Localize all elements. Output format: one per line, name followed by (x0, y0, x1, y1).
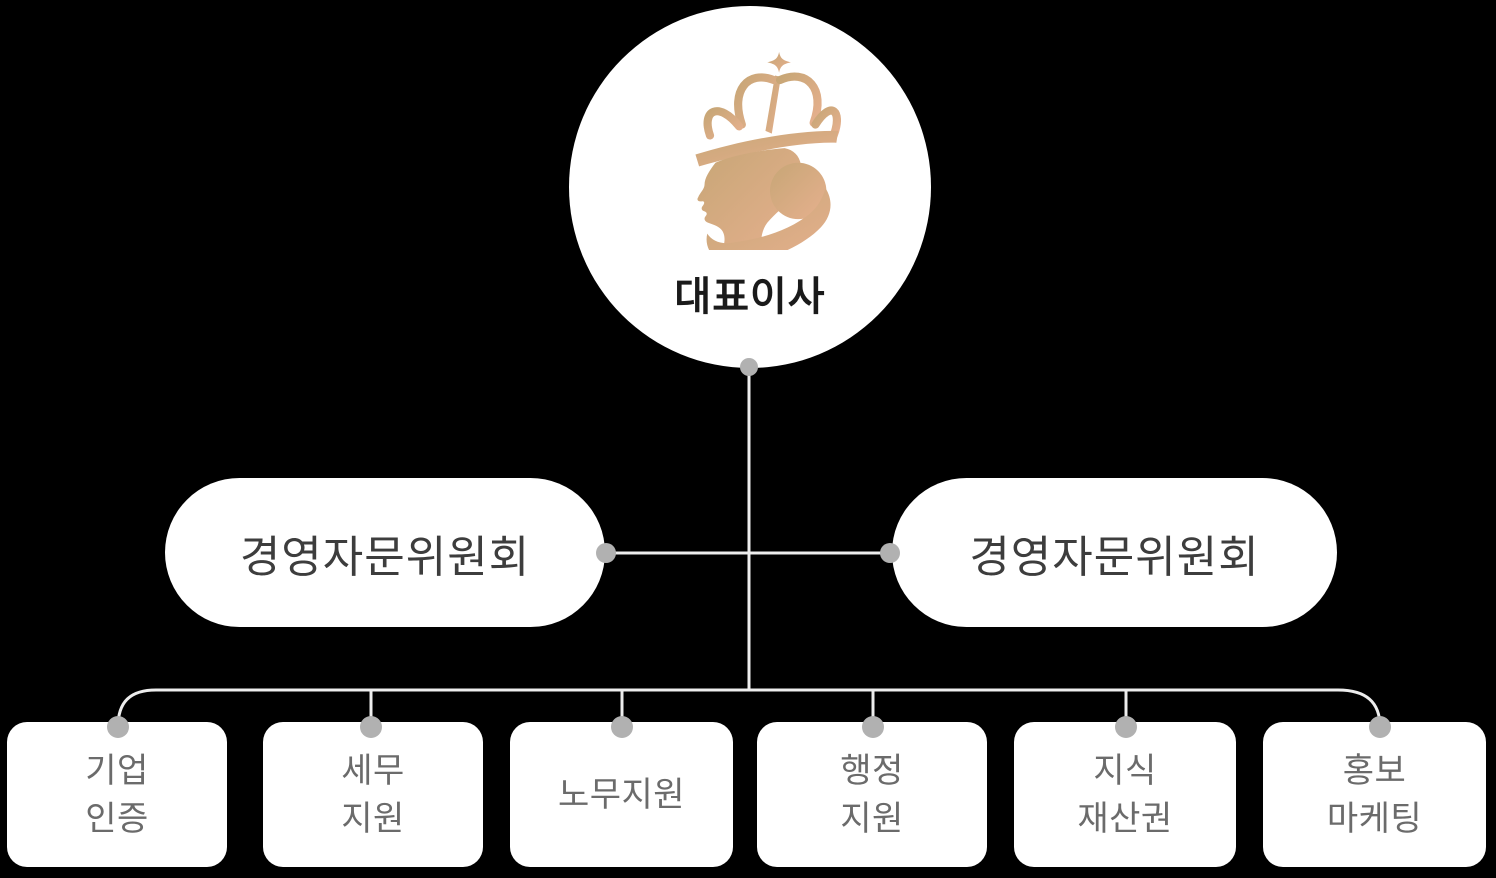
root-node-ceo: 대표이사 (569, 6, 931, 368)
queen-crown-logo (695, 51, 841, 250)
dept-label-line: 기업 (85, 751, 149, 790)
dept-label-line: 홍보 (1342, 751, 1407, 790)
dept-box-pr-marketing: 홍보 마케팅 (1263, 722, 1486, 867)
sparkle-icon (767, 51, 791, 73)
root-node-label: 대표이사 (674, 275, 826, 319)
dept-label-line: 인증 (85, 799, 149, 838)
dept-label-line: 마케팅 (1326, 799, 1423, 838)
dept-label-line: 지원 (840, 799, 904, 838)
committee-label: 경영자문위원회 (969, 532, 1260, 582)
dept-box-admin-support: 행정 지원 (757, 722, 987, 867)
committee-pill-left: 경영자문위원회 (165, 478, 605, 627)
dept-box-tax-support: 세무 지원 (263, 722, 483, 867)
dept-label-line: 노무지원 (557, 775, 686, 814)
dept-box-labor-support: 노무지원 (510, 722, 733, 867)
dept-label-line: 지식 (1093, 751, 1157, 790)
dept-label-line: 행정 (840, 751, 904, 790)
dept-label-line: 재산권 (1077, 799, 1173, 838)
dept-box-corporate-certification: 기업 인증 (7, 722, 227, 867)
committee-pill-right: 경영자문위원회 (892, 478, 1337, 627)
crown-icon (765, 75, 781, 134)
dept-box-intellectual-property: 지식 재산권 (1014, 722, 1236, 867)
dept-label-line: 세무 (341, 751, 405, 790)
dept-label-line: 지원 (341, 799, 405, 838)
committee-label: 경영자문위원회 (239, 532, 531, 582)
